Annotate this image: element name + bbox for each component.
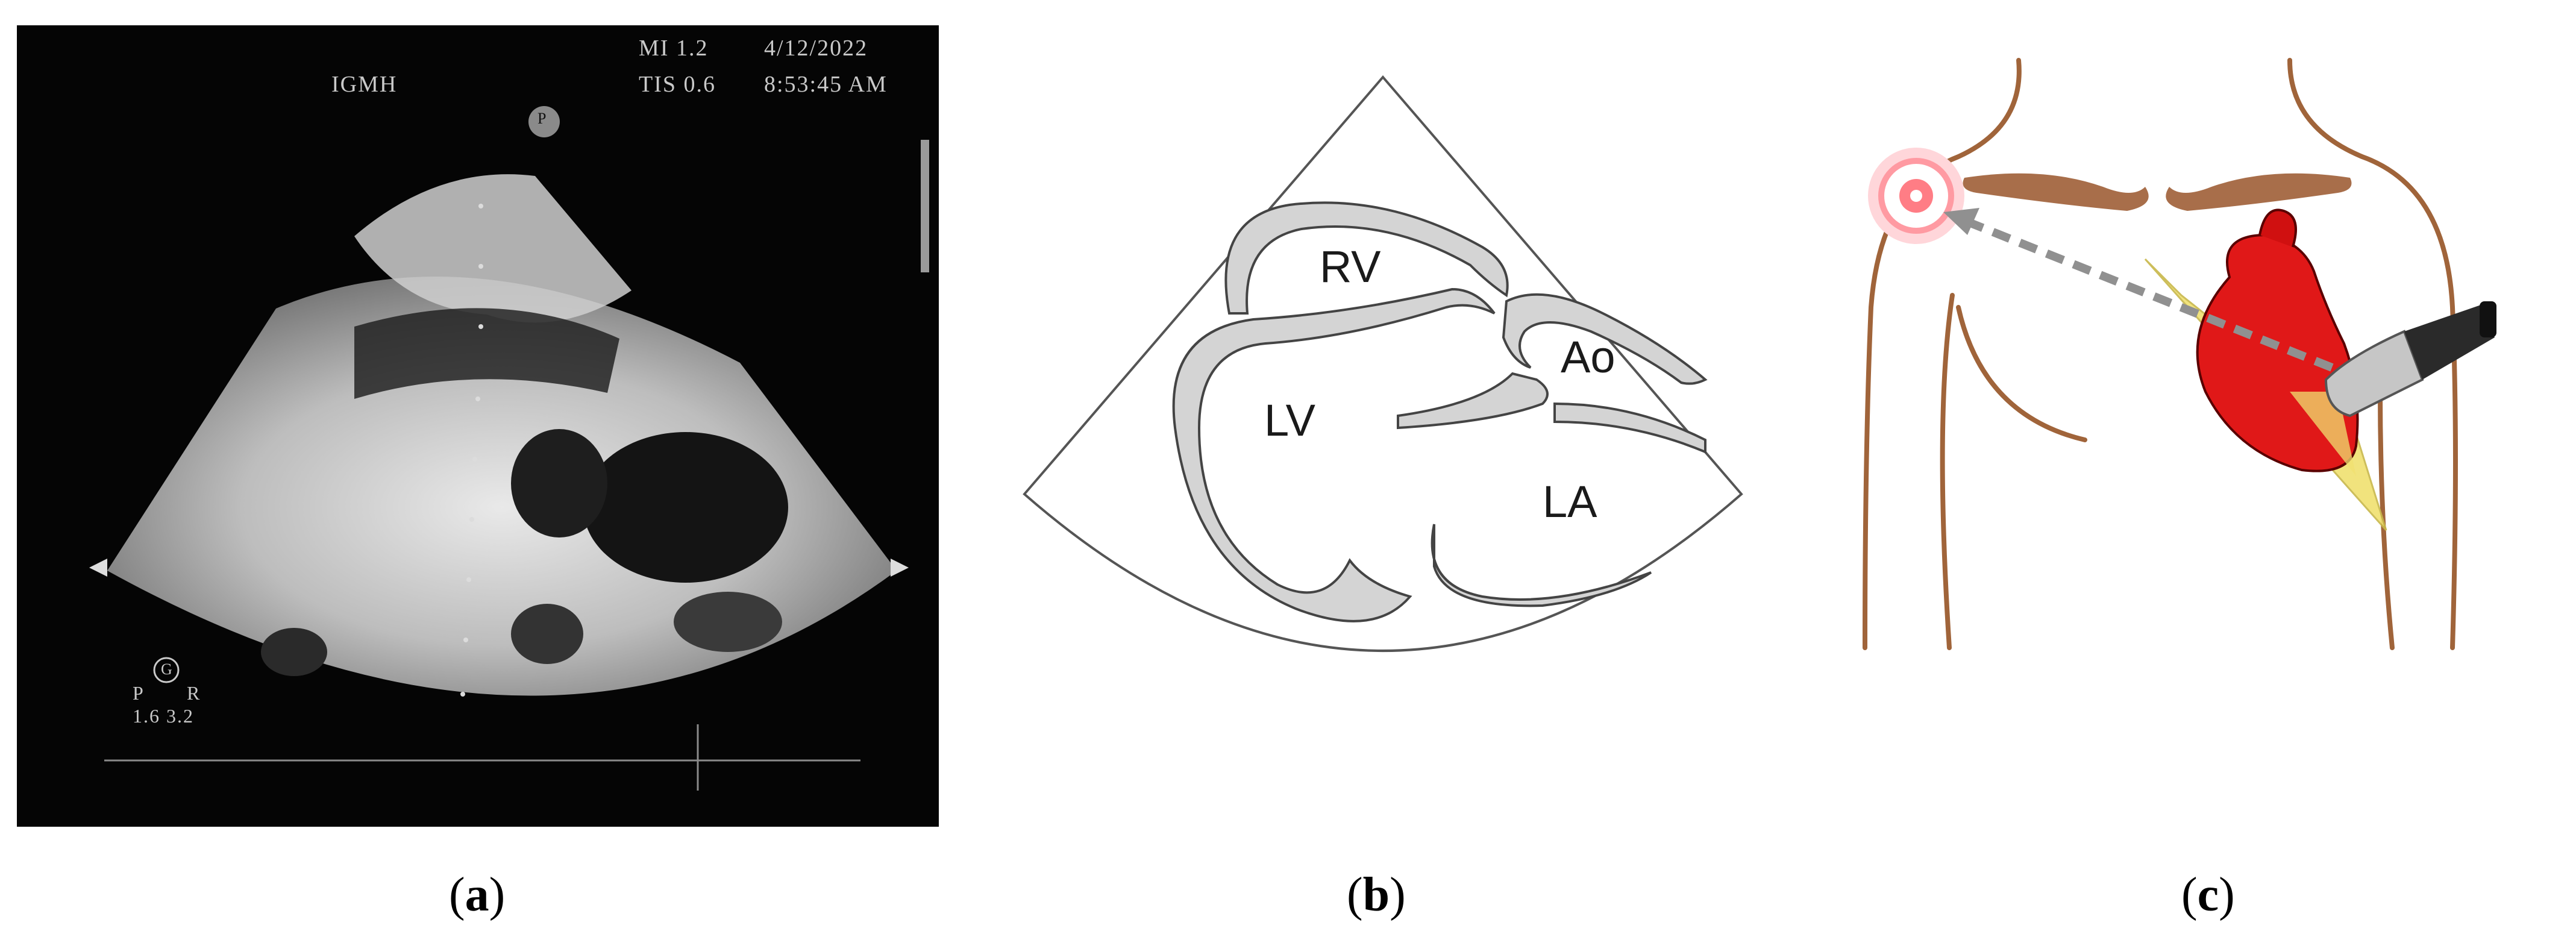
p-marker-circle <box>528 106 560 137</box>
label-rv: RV <box>1320 242 1381 292</box>
r-label: R <box>187 682 201 704</box>
scale-values: 1.6 3.2 <box>133 705 194 727</box>
aortic-arch <box>2258 208 2297 248</box>
clavicles <box>1963 173 2352 211</box>
label-ao: Ao <box>1561 332 1615 382</box>
time-readout: 8:53:45 AM <box>764 72 888 97</box>
caption-c: (c) <box>2181 868 2235 921</box>
label-lv: LV <box>1264 395 1316 445</box>
depth-markers <box>460 204 483 697</box>
probe-position-panel <box>1844 54 2537 657</box>
grayscale-bar <box>921 140 929 272</box>
plane-overlap <box>2290 392 2356 476</box>
p-marker-label: P <box>537 110 548 127</box>
echo-shadow-3 <box>674 592 782 652</box>
left-edge-marker <box>89 559 107 577</box>
left-atrium-dark <box>583 432 788 583</box>
g-marker-circle <box>153 657 180 683</box>
target-icon <box>1868 148 1964 244</box>
label-la: LA <box>1543 477 1597 527</box>
ultrasound-scan <box>89 106 929 791</box>
arrow-head-icon <box>1943 208 1979 235</box>
chamber-walls <box>1172 201 1708 622</box>
date-readout: 4/12/2022 <box>764 36 868 61</box>
heart-diagram <box>1023 75 1743 652</box>
institution-readout: IGMH <box>331 72 398 97</box>
ultrasound-image-panel: MI 1.2 4/12/2022 IGMH TIS 0.6 8:53:45 AM… <box>17 25 939 827</box>
echo-sector <box>107 277 897 696</box>
ultrasound-probe-icon <box>2324 301 2496 418</box>
ventricle-dark <box>354 308 619 399</box>
echo-shadow-1 <box>261 628 327 676</box>
right-edge-marker <box>891 559 909 577</box>
parasternal-diagram-panel: RV LV Ao LA <box>1012 66 1753 663</box>
echo-shadow-2 <box>511 604 583 664</box>
tis-readout: TIS 0.6 <box>639 72 716 97</box>
g-marker-label: G <box>161 660 174 678</box>
caption-b: (b) <box>1347 868 1406 921</box>
sector-outline <box>1023 75 1743 652</box>
beam-arrow-line <box>1954 213 2334 372</box>
caption-a: (a) <box>449 868 506 921</box>
torso-outline <box>1863 58 2458 650</box>
aortic-root-dark <box>511 429 607 537</box>
p-label: P <box>133 682 145 704</box>
mi-readout: MI 1.2 <box>639 36 709 61</box>
chest-illustration <box>1863 58 2496 650</box>
rv-wall-echo <box>354 174 631 323</box>
